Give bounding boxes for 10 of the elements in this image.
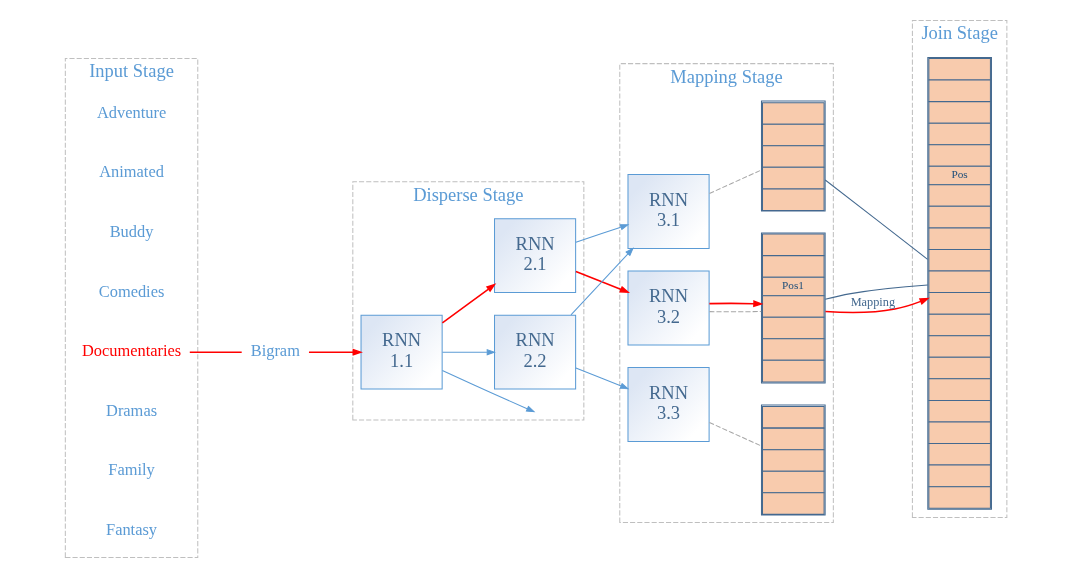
edge-label: Mapping (850, 294, 896, 309)
node-text: Adventure (96, 102, 167, 122)
node-text: Documentaries (81, 341, 182, 361)
node-text: Bigram (250, 341, 300, 361)
node-text: Dramas (106, 400, 158, 420)
node-text: Fantasy (106, 519, 158, 539)
node-text: Comedies (98, 281, 165, 301)
node-text: Family (108, 460, 155, 480)
node-text: Animated (99, 162, 164, 182)
node-text: Buddy (109, 221, 154, 241)
